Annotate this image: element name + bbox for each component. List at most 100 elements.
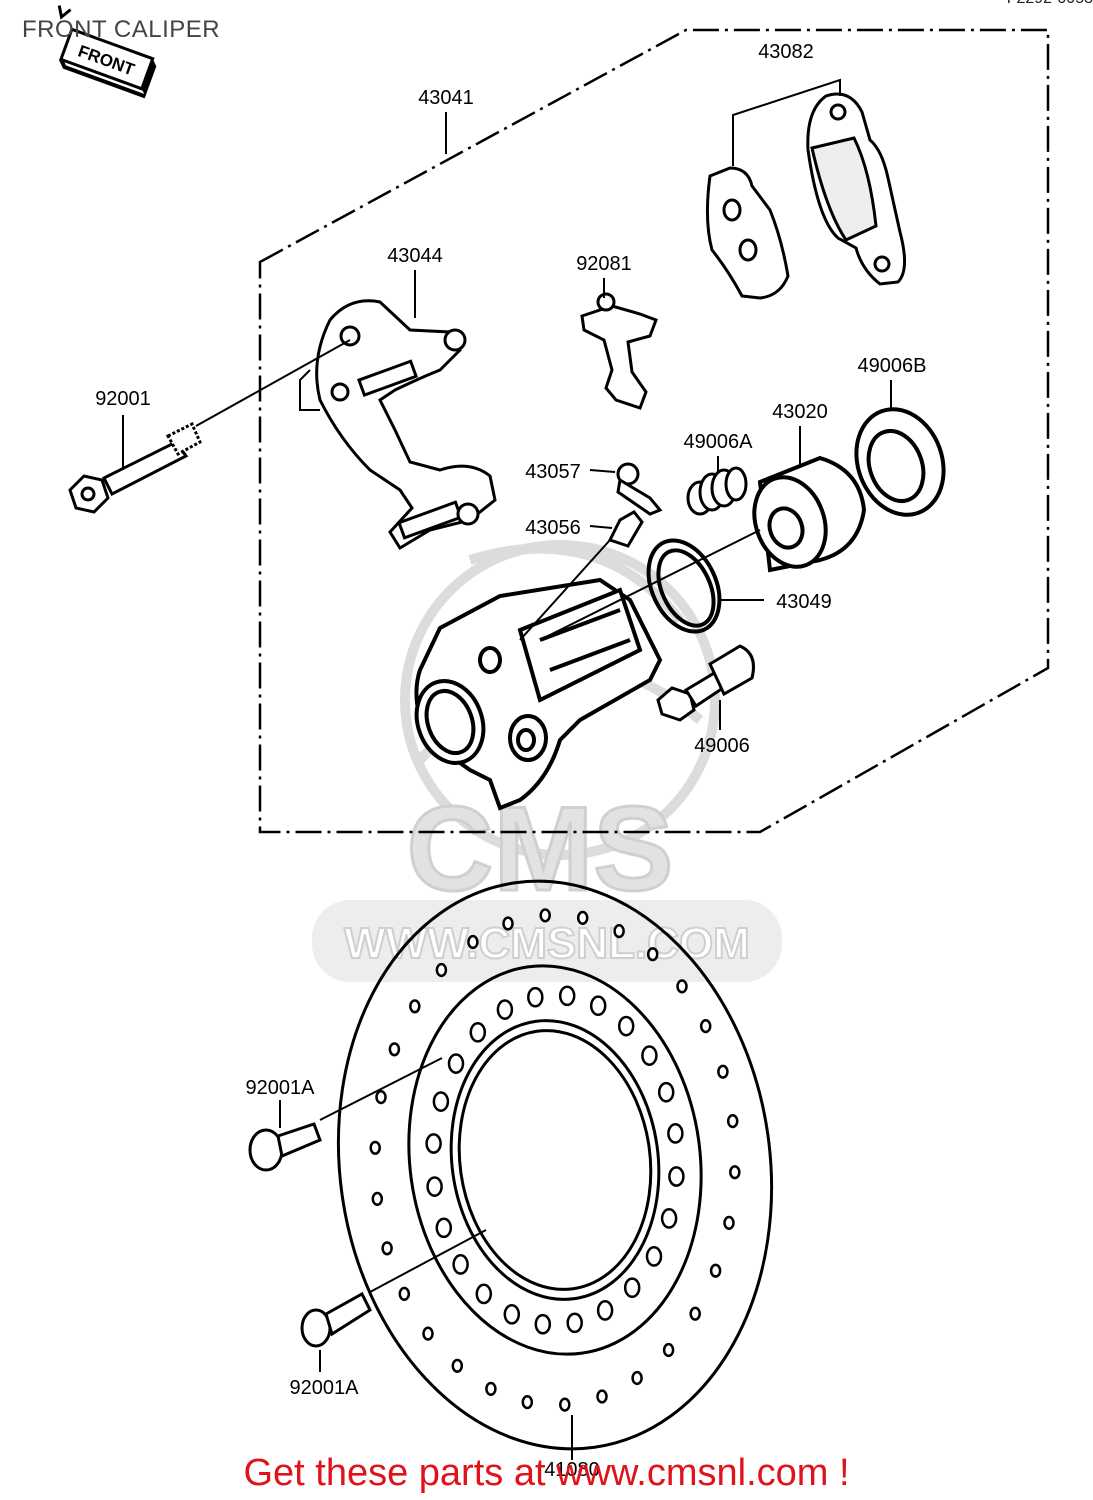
disc-hole <box>432 1091 450 1112</box>
disc-bolt-lower <box>300 1291 372 1348</box>
label-92001A-upper: 92001A <box>246 1077 316 1099</box>
disc-hole <box>369 1140 381 1155</box>
disc-hole <box>596 1300 614 1321</box>
label-49006B: 49006B <box>858 355 927 377</box>
bleeder-cap <box>616 462 663 516</box>
disc-hole <box>485 1381 497 1397</box>
disc-hole <box>381 1241 393 1256</box>
label-43057: 43057 <box>525 461 581 483</box>
label-41080: 41080 <box>544 1459 600 1481</box>
disc-hole <box>566 1312 583 1334</box>
figure-code: F2292-0053 <box>1007 0 1093 8</box>
footer-link-text[interactable]: Get these parts at www.cmsnl.com ! <box>243 1452 850 1494</box>
disc-hole <box>709 1263 722 1278</box>
bleeder-to-body-line <box>519 539 611 641</box>
label-43041: 43041 <box>418 87 474 109</box>
disc-hole <box>559 1397 571 1412</box>
bolt-axis-line <box>195 339 351 427</box>
disc-hole <box>726 1114 739 1129</box>
disc-bolt-upper <box>248 1122 322 1172</box>
disc-hole <box>388 1042 401 1057</box>
disc-hole <box>426 1176 443 1197</box>
disc-hole <box>409 999 421 1014</box>
disc-hole <box>475 1283 493 1305</box>
disc-hole <box>534 1313 552 1335</box>
piston-axis-line <box>539 529 761 641</box>
label-43082: 43082 <box>758 41 814 63</box>
pad-spring <box>580 292 658 410</box>
disc-hole <box>689 1306 701 1321</box>
disc-hole <box>613 924 625 939</box>
dust-seal-ring <box>854 407 946 517</box>
caliper-body <box>414 577 663 811</box>
disc-hole <box>676 979 688 994</box>
watermark-logo: CMS <box>407 782 674 916</box>
leader-43057 <box>589 469 616 473</box>
disc-drilled-holes <box>369 908 741 1412</box>
disc-hole <box>645 1246 663 1267</box>
leader-43056 <box>589 525 613 529</box>
disc-hole <box>435 962 448 978</box>
label-43020: 43020 <box>772 401 828 423</box>
disc-hole <box>617 1015 635 1037</box>
disc-hole <box>668 1166 685 1187</box>
disc-hole <box>699 1019 712 1034</box>
piston-seal <box>646 538 722 634</box>
label-43044: 43044 <box>387 245 443 267</box>
disc-hole <box>527 986 544 1008</box>
watermark-url: WWW.CMSNL.COM <box>344 919 750 968</box>
disc-hole <box>576 910 589 926</box>
front-arrow-icon: FRONT <box>57 5 157 99</box>
part-labels: 43041 43082 43044 92081 92001 49006B 430… <box>95 41 926 1481</box>
kit-outline <box>258 28 1050 834</box>
label-43049: 43049 <box>776 591 832 613</box>
disc-hole <box>623 1277 641 1299</box>
disc-hole <box>641 1045 658 1066</box>
brake-pad-set <box>705 92 906 300</box>
disc-hole <box>589 995 607 1017</box>
disc-hole <box>452 1254 469 1275</box>
disc-hole <box>521 1395 534 1410</box>
disc-hole <box>660 1208 678 1229</box>
disc-hole <box>398 1286 411 1302</box>
disc-hole <box>646 947 659 962</box>
leader-43082 <box>732 78 841 166</box>
disc-hole <box>596 1389 608 1404</box>
bleeder-valve <box>607 510 644 548</box>
label-43056: 43056 <box>525 517 581 539</box>
disc-hole <box>371 1191 384 1207</box>
disc-hole <box>662 1342 675 1358</box>
disc-hole <box>539 908 551 923</box>
disc-hole <box>435 1217 453 1239</box>
disc-hole <box>717 1064 729 1079</box>
disc-hole <box>667 1123 684 1144</box>
piston <box>752 455 867 573</box>
diagram-title: FRONT CALIPER <box>22 16 221 43</box>
label-92001: 92001 <box>95 388 151 410</box>
mounting-bolt <box>68 421 202 514</box>
pin-bolt <box>656 644 755 722</box>
caliper-bracket <box>315 299 497 551</box>
label-49006A: 49006A <box>684 431 754 453</box>
disc-hole <box>558 985 576 1007</box>
rubber-boot <box>686 466 748 516</box>
disc-hole <box>467 934 479 950</box>
bolt-axis-lower <box>369 1229 487 1293</box>
disc-hole <box>447 1053 465 1074</box>
disc-hole <box>425 1133 442 1154</box>
label-49006: 49006 <box>694 735 750 757</box>
disc-hole <box>631 1370 643 1386</box>
bracket-bracket-line <box>299 369 320 411</box>
disc-hole <box>422 1326 434 1341</box>
disc-hole <box>496 999 514 1020</box>
disc-hole <box>502 916 514 931</box>
label-92001A-lower: 92001A <box>290 1377 360 1399</box>
disc-hole <box>503 1303 521 1325</box>
disc-hole <box>469 1021 487 1043</box>
bolt-axis-upper <box>319 1057 443 1121</box>
brake-disc <box>336 879 774 1451</box>
disc-hole <box>729 1165 741 1180</box>
disc-hole <box>657 1081 675 1103</box>
label-92081: 92081 <box>576 253 632 275</box>
